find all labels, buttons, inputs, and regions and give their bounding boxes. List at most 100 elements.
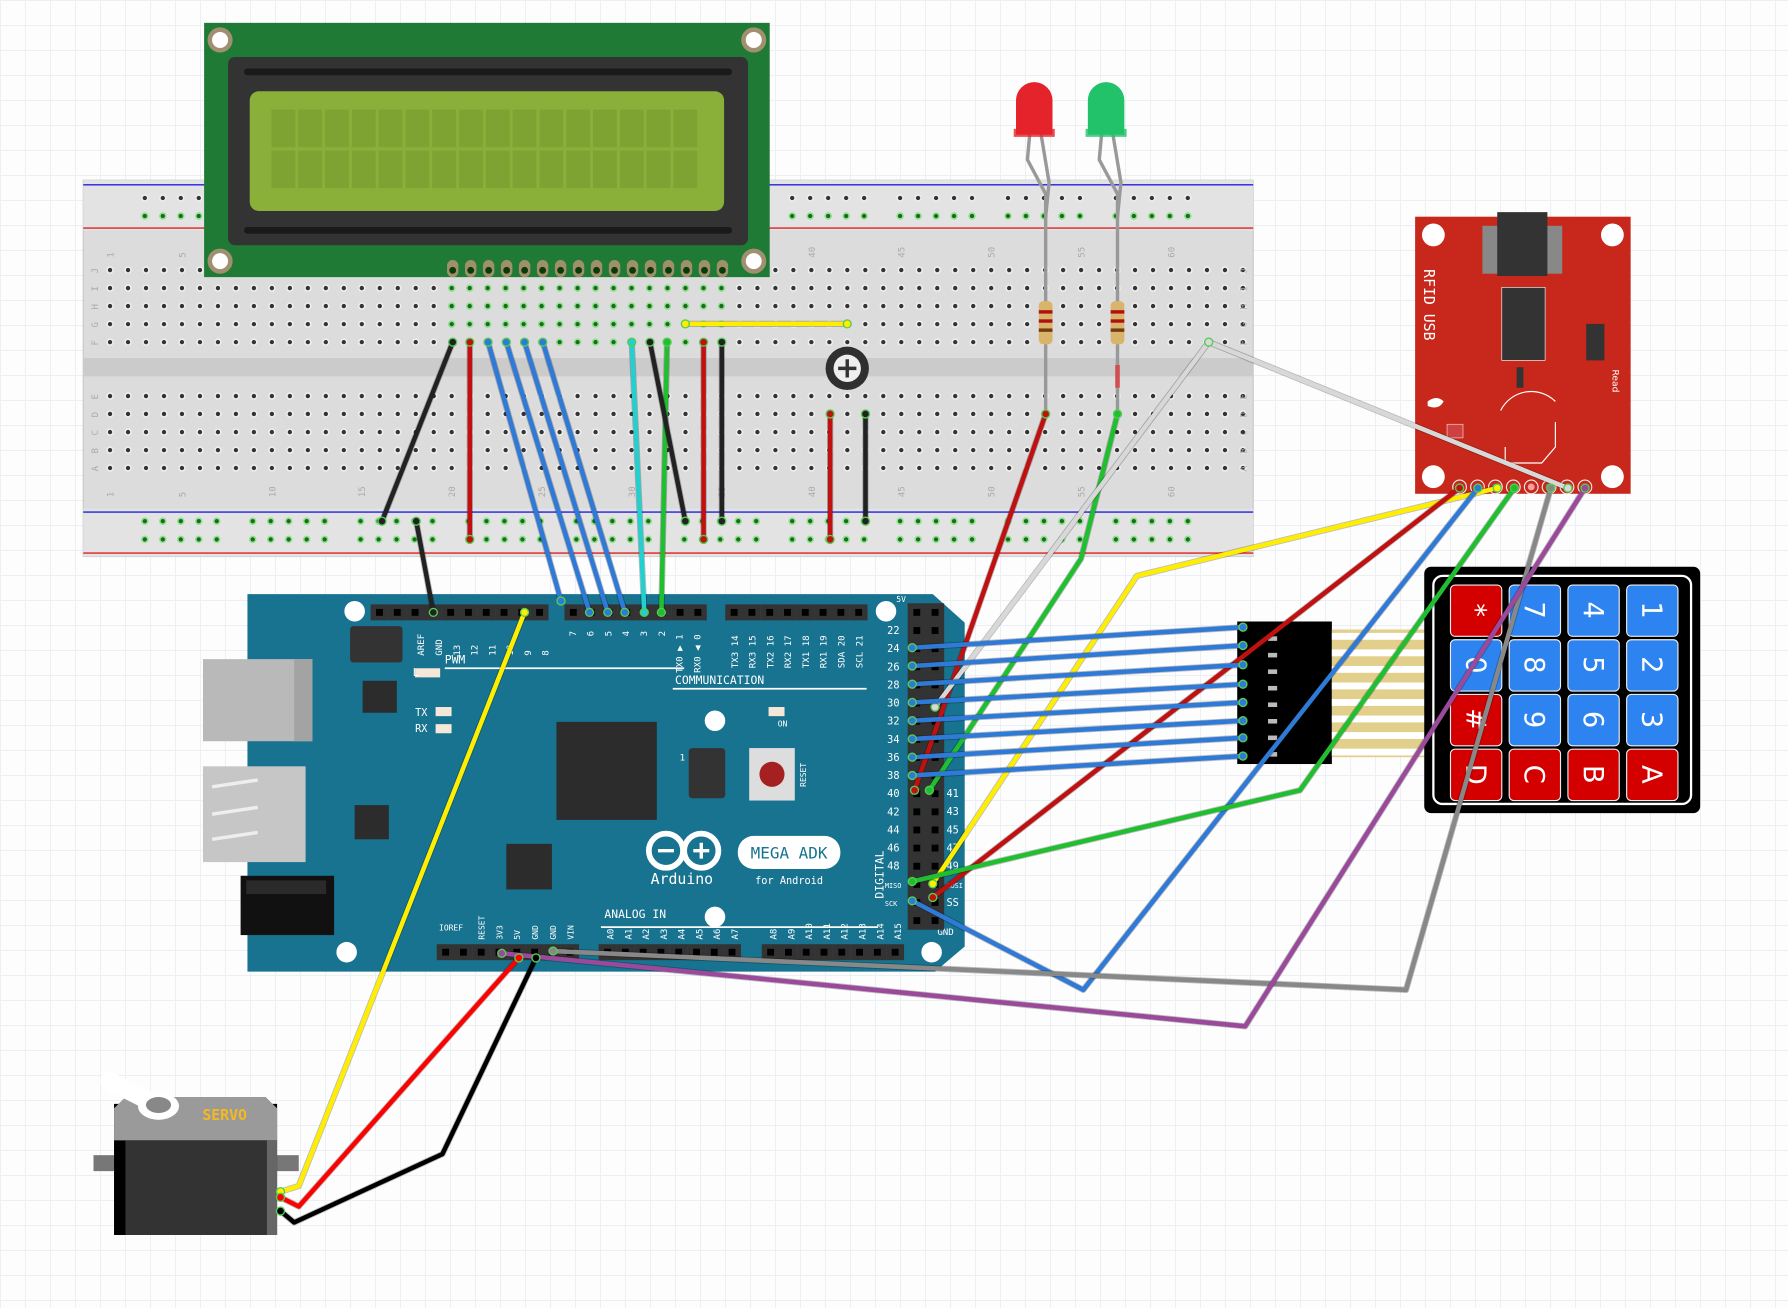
breadboard-hole[interactable] [1077, 284, 1085, 292]
breadboard-hole[interactable] [681, 338, 690, 346]
breadboard-hole[interactable] [1023, 266, 1031, 274]
wire-endpoint[interactable] [907, 770, 917, 781]
breadboard-hole[interactable] [1113, 446, 1121, 454]
breadboard-hole[interactable] [807, 410, 816, 418]
breadboard-hole[interactable] [142, 392, 150, 400]
breadboard-hole[interactable] [1077, 464, 1085, 472]
breadboard-hole[interactable] [393, 392, 402, 400]
breadboard-hole[interactable] [178, 410, 186, 418]
breadboard-hole[interactable] [861, 302, 870, 310]
breadboard-hole[interactable] [933, 410, 942, 418]
wire-endpoint[interactable] [275, 1192, 286, 1203]
power-rail-hole[interactable] [1148, 194, 1156, 202]
header-pin-hole[interactable] [728, 948, 736, 956]
breadboard-hole[interactable] [124, 338, 132, 346]
power-rail-hole[interactable] [950, 212, 958, 220]
breadboard-hole[interactable] [214, 302, 222, 310]
breadboard-hole[interactable] [1239, 338, 1247, 346]
power-rail-hole[interactable] [302, 517, 311, 525]
power-rail-hole[interactable] [248, 517, 257, 525]
keypad-key-3[interactable] [1626, 693, 1679, 747]
breadboard-hole[interactable] [214, 338, 222, 346]
wire[interactable] [540, 339, 628, 615]
wire-endpoint[interactable] [717, 516, 727, 526]
header-pin-hole[interactable] [838, 948, 846, 956]
breadboard-hole[interactable] [1185, 446, 1193, 454]
breadboard-hole[interactable] [897, 410, 906, 418]
breadboard-hole[interactable] [969, 446, 977, 454]
power-rail-hole[interactable] [806, 194, 814, 202]
breadboard-hole[interactable] [879, 464, 888, 472]
breadboard-hole[interactable] [483, 284, 492, 292]
breadboard-hole[interactable] [178, 464, 186, 472]
wire-endpoint[interactable] [842, 319, 852, 329]
breadboard-hole[interactable] [447, 320, 456, 328]
power-rail-hole[interactable] [824, 194, 832, 202]
power-rail-hole[interactable] [932, 212, 940, 220]
power-rail-hole[interactable] [141, 517, 149, 525]
breadboard-hole[interactable] [376, 464, 384, 472]
wire-endpoint[interactable] [860, 516, 871, 526]
power-rail-hole[interactable] [842, 212, 850, 220]
breadboard-hole[interactable] [1167, 338, 1175, 346]
breadboard-hole[interactable] [609, 284, 618, 292]
wire-endpoint[interactable] [1238, 697, 1248, 708]
breadboard-hole[interactable] [717, 302, 726, 310]
power-rail-hole[interactable] [1040, 535, 1048, 544]
breadboard-hole[interactable] [789, 284, 798, 292]
breadboard-hole[interactable] [753, 392, 762, 400]
header-pin-hole[interactable] [891, 948, 899, 956]
wire[interactable] [909, 735, 1246, 760]
power-rail-hole[interactable] [932, 517, 940, 525]
breadboard-hole[interactable] [106, 464, 114, 472]
wire[interactable] [647, 339, 688, 524]
breadboard-hole[interactable] [268, 284, 276, 292]
power-rail-hole[interactable] [1004, 194, 1012, 202]
breadboard-hole[interactable] [897, 464, 906, 472]
breadboard-hole[interactable] [1221, 320, 1229, 328]
breadboard-hole[interactable] [987, 266, 995, 274]
power-rail-hole[interactable] [500, 517, 509, 525]
wire-endpoint[interactable] [662, 337, 672, 347]
breadboard-hole[interactable] [807, 428, 816, 436]
wire[interactable] [927, 411, 1120, 793]
breadboard-hole[interactable] [250, 302, 258, 310]
breadboard-hole[interactable] [771, 392, 780, 400]
breadboard-hole[interactable] [465, 320, 474, 328]
wire-endpoint[interactable] [907, 643, 917, 653]
breadboard-hole[interactable] [897, 320, 906, 328]
header-pin-hole[interactable] [784, 948, 792, 956]
breadboard-hole[interactable] [537, 428, 546, 436]
breadboard-hole[interactable] [429, 320, 438, 328]
digital-header-hole[interactable] [913, 880, 921, 888]
breadboard-hole[interactable] [933, 446, 942, 454]
breadboard-hole[interactable] [376, 428, 384, 436]
power-rail-hole[interactable] [248, 535, 257, 544]
breadboard-hole[interactable] [214, 464, 222, 472]
breadboard-hole[interactable] [753, 338, 762, 346]
breadboard-hole[interactable] [358, 338, 366, 346]
digital-header-hole[interactable] [913, 627, 921, 634]
breadboard-hole[interactable] [879, 302, 888, 310]
power-rail-hole[interactable] [1130, 194, 1138, 202]
breadboard-hole[interactable] [1203, 446, 1211, 454]
breadboard-hole[interactable] [1185, 320, 1193, 328]
digital-header-hole[interactable] [913, 826, 921, 834]
power-rail-hole[interactable] [1166, 535, 1174, 544]
breadboard-hole[interactable] [735, 284, 744, 292]
breadboard-hole[interactable] [843, 266, 852, 274]
header-pin-hole[interactable] [802, 948, 810, 956]
breadboard-hole[interactable] [232, 302, 240, 310]
breadboard-hole[interactable] [358, 320, 366, 328]
breadboard-hole[interactable] [1059, 284, 1067, 292]
breadboard-hole[interactable] [142, 464, 150, 472]
breadboard-hole[interactable] [1203, 464, 1211, 472]
power-rail-hole[interactable] [806, 212, 814, 220]
breadboard-hole[interactable] [142, 302, 150, 310]
breadboard-hole[interactable] [1131, 320, 1139, 328]
breadboard-hole[interactable] [1095, 284, 1103, 292]
breadboard-hole[interactable] [322, 410, 330, 418]
breadboard-hole[interactable] [645, 284, 654, 292]
breadboard-hole[interactable] [160, 266, 168, 274]
breadboard-hole[interactable] [322, 284, 330, 292]
